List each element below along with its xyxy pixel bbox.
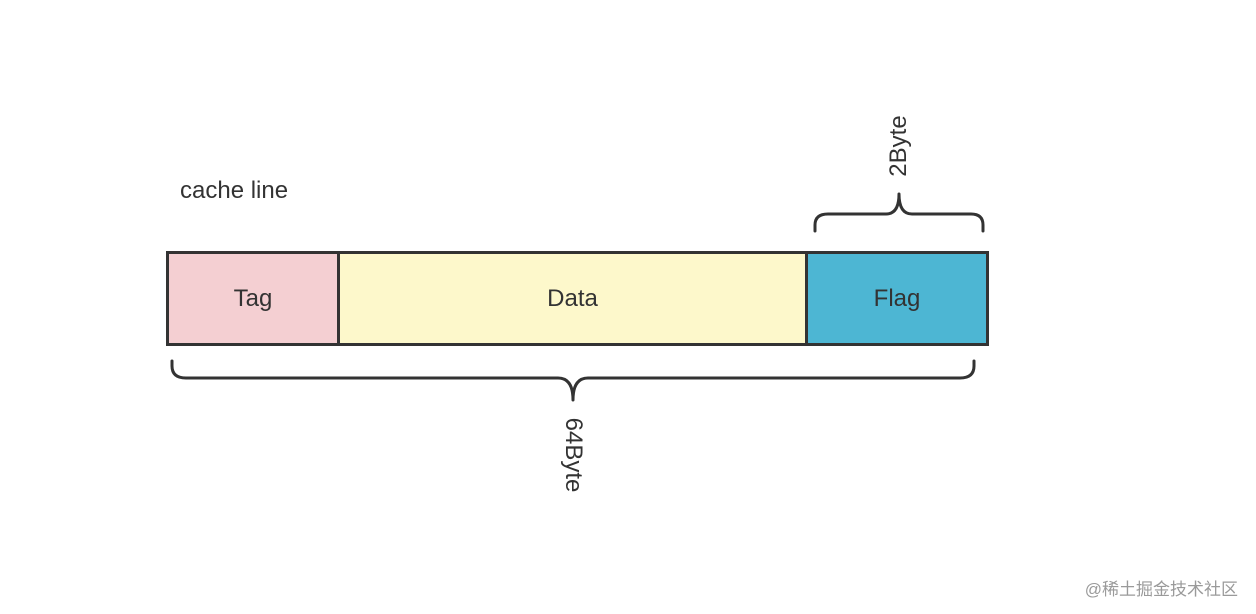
segment-tag-label: Tag bbox=[233, 284, 273, 312]
watermark: @稀土掘金技术社区 bbox=[1084, 580, 1238, 599]
segment-flag: Flag bbox=[805, 251, 989, 346]
cache-line-title: cache line bbox=[180, 177, 289, 204]
segment-tag: Tag bbox=[166, 251, 340, 346]
segment-data-label: Data bbox=[547, 284, 598, 312]
brace-2byte bbox=[813, 192, 985, 233]
brace-64byte-label: 64Byte bbox=[560, 417, 587, 493]
segment-flag-label: Flag bbox=[873, 284, 921, 312]
brace-2byte-label: 2Byte bbox=[885, 115, 912, 177]
brace-64byte bbox=[170, 359, 976, 402]
